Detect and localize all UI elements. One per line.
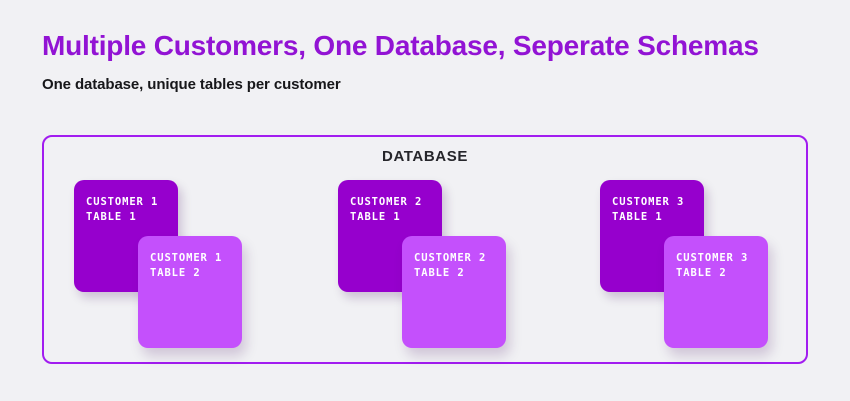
customer-group: CUSTOMER 1 TABLE 1 CUSTOMER 1 TABLE 2 — [74, 180, 286, 350]
database-container: DATABASE CUSTOMER 1 TABLE 1 CUSTOMER 1 T… — [42, 135, 808, 364]
header: Multiple Customers, One Database, Sepera… — [42, 30, 822, 94]
customer-table-card: CUSTOMER 2 TABLE 2 — [402, 236, 506, 348]
page-title: Multiple Customers, One Database, Sepera… — [42, 30, 759, 61]
customer-table-card: CUSTOMER 3 TABLE 2 — [664, 236, 768, 348]
card-customer-label: CUSTOMER 2 — [414, 252, 487, 264]
customer-group: CUSTOMER 3 TABLE 1 CUSTOMER 3 TABLE 2 — [600, 180, 812, 350]
customer-table-card: CUSTOMER 2 TABLE 1 — [338, 180, 442, 292]
database-label: DATABASE — [382, 148, 468, 165]
card-table-label: TABLE 2 — [414, 267, 465, 279]
card-table-label: TABLE 1 — [86, 211, 137, 223]
page-subtitle: One database, unique tables per customer — [42, 76, 341, 94]
customer-groups: CUSTOMER 1 TABLE 1 CUSTOMER 1 TABLE 2 CU… — [44, 137, 806, 362]
card-customer-label: CUSTOMER 3 — [676, 252, 749, 264]
card-table-label: TABLE 1 — [612, 211, 663, 223]
card-table-label: TABLE 1 — [350, 211, 401, 223]
card-customer-label: CUSTOMER 1 — [150, 252, 223, 264]
card-customer-label: CUSTOMER 3 — [612, 196, 685, 208]
card-customer-label: CUSTOMER 1 — [86, 196, 159, 208]
customer-group: CUSTOMER 2 TABLE 1 CUSTOMER 2 TABLE 2 — [338, 180, 550, 350]
card-customer-label: CUSTOMER 2 — [350, 196, 423, 208]
card-table-label: TABLE 2 — [150, 267, 201, 279]
customer-table-card: CUSTOMER 1 TABLE 2 — [138, 236, 242, 348]
card-table-label: TABLE 2 — [676, 267, 727, 279]
